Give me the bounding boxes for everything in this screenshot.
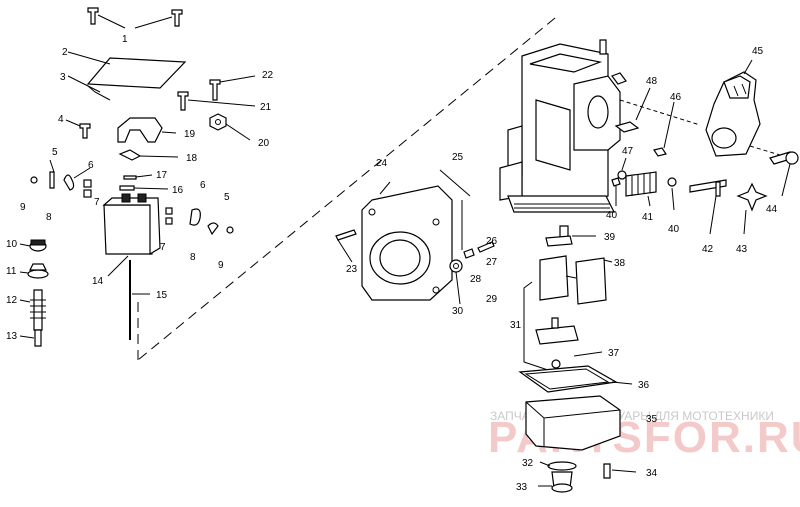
callout-32: 32 (522, 458, 534, 469)
callout-40: 40 (606, 210, 618, 221)
callout-25: 25 (452, 152, 464, 163)
callout-24: 24 (376, 158, 388, 169)
callout-1: 1 (122, 34, 128, 45)
callout-34: 34 (646, 468, 658, 479)
callout-5-b: 5 (224, 192, 230, 203)
callout-26: 26 (486, 236, 498, 247)
callout-14: 14 (92, 276, 104, 287)
choke-plunger-assembly (611, 171, 768, 235)
callout-46: 46 (670, 92, 682, 103)
callout-18: 18 (186, 153, 198, 164)
callout-12: 12 (6, 295, 18, 306)
callout-42: 42 (702, 244, 714, 255)
callout-31: 31 (510, 320, 522, 331)
callout-41: 41 (642, 212, 654, 223)
jet-stack (19, 239, 49, 347)
dashed-alignment-line (137, 17, 556, 361)
throttle-parts (614, 87, 675, 180)
top-screws (87, 7, 183, 29)
callout-39: 39 (604, 232, 616, 243)
callout-3: 3 (60, 72, 66, 83)
callout-35: 35 (646, 414, 658, 425)
needle-valve-37 (535, 317, 603, 369)
callout-44: 44 (766, 204, 778, 215)
callout-37: 37 (608, 348, 620, 359)
screws-21-22 (177, 75, 256, 141)
left-linkage (30, 159, 92, 198)
callout-21: 21 (260, 102, 272, 113)
drain-plug-parts (538, 461, 637, 493)
callout-4: 4 (58, 114, 64, 125)
callout-29: 29 (486, 294, 498, 305)
screw-4 (65, 119, 91, 139)
callout-8-b: 8 (190, 252, 196, 263)
callout-27: 27 (486, 257, 498, 268)
callout-36: 36 (638, 380, 650, 391)
callout-9: 9 (20, 202, 26, 213)
callout-7: 7 (94, 197, 100, 208)
callout-15: 15 (156, 290, 168, 301)
callout-20: 20 (258, 138, 270, 149)
flange-assembly (335, 169, 495, 305)
callout-33: 33 (516, 482, 528, 493)
callout-10: 10 (6, 239, 18, 250)
float-assembly (523, 225, 613, 371)
needle-15 (129, 260, 150, 340)
callout-11: 11 (6, 266, 17, 277)
callout-labels: 1 2 3 4 5 6 7 8 9 10 11 12 13 14 15 16 1… (6, 34, 778, 493)
small-clips (118, 149, 179, 191)
callout-43: 43 (736, 244, 748, 255)
carburetor-body (499, 39, 627, 213)
throttle-cover-45 (705, 59, 761, 157)
screw-44 (769, 151, 799, 197)
callout-38: 38 (614, 258, 626, 269)
callout-48: 48 (646, 76, 658, 87)
callout-13: 13 (6, 331, 18, 342)
callout-45: 45 (752, 46, 764, 57)
callout-6-b: 6 (200, 180, 206, 191)
dashed-throttle-line (619, 99, 701, 126)
callout-17: 17 (156, 170, 168, 181)
cover-plate (67, 51, 187, 101)
callout-28: 28 (470, 274, 482, 285)
callout-47: 47 (622, 146, 634, 157)
float-bowl-35 (525, 395, 621, 451)
callout-9-b: 9 (218, 260, 224, 271)
callout-7-b: 7 (160, 242, 166, 253)
callout-6: 6 (88, 160, 94, 171)
callout-30: 30 (452, 306, 464, 317)
gasket-36 (518, 365, 633, 393)
callout-16: 16 (172, 185, 184, 196)
float-block-14 (102, 193, 161, 277)
callout-22: 22 (262, 70, 274, 81)
callout-8: 8 (46, 212, 52, 223)
right-linkage (165, 207, 234, 236)
callout-5: 5 (52, 147, 58, 158)
bracket-19 (117, 117, 177, 143)
callout-40-b: 40 (668, 224, 680, 235)
callout-2: 2 (62, 47, 68, 58)
callout-19: 19 (184, 129, 196, 140)
callout-23: 23 (346, 264, 358, 275)
